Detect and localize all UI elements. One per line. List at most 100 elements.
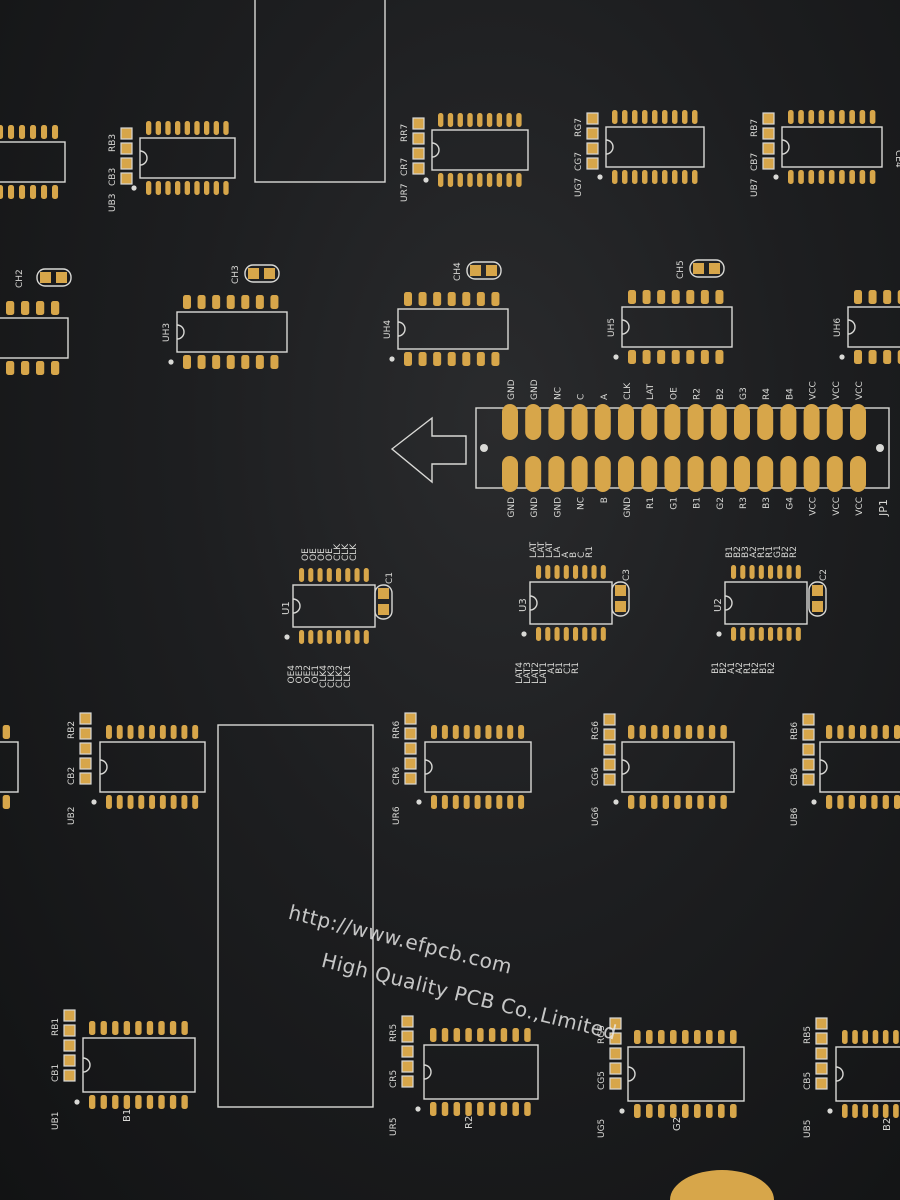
ref-cr5: CR5: [389, 1070, 399, 1088]
cap-c3: [611, 581, 630, 617]
ic-pad: [465, 1028, 472, 1042]
ic-pad: [485, 795, 492, 809]
ic-pad: [8, 125, 15, 139]
ic-pad: [453, 1102, 461, 1116]
ic-pad: [0, 185, 4, 199]
ref-ug6: UG6: [591, 806, 601, 826]
connector-bottom-label: G2: [716, 497, 726, 510]
ic-pad: [430, 1102, 437, 1116]
passive-pad: [404, 727, 417, 740]
ic-pad: [651, 795, 658, 809]
ic-pad: [418, 352, 427, 366]
ic-pad: [837, 795, 844, 809]
ic-pad: [138, 795, 145, 809]
ic-pad: [808, 170, 815, 184]
ic-pad: [452, 725, 459, 739]
ic-pad: [438, 173, 444, 187]
chip-u3: [521, 565, 613, 641]
ref-r2-silk: R2: [464, 1116, 475, 1129]
ic-pad: [868, 290, 877, 304]
ref-cb6: CB6: [790, 768, 800, 786]
ic-pad: [169, 1021, 177, 1035]
ic-pad: [536, 565, 542, 579]
ref-rb1: RB1: [51, 1018, 61, 1036]
ic-pad: [868, 350, 877, 364]
passive-pad: [609, 1062, 622, 1075]
ic-notch: [847, 319, 856, 335]
ic-pad: [818, 170, 825, 184]
connector-top-label: B2: [716, 388, 726, 400]
passive-pad: [609, 1017, 622, 1030]
ref-ub2: UB2: [67, 807, 77, 826]
ic-notch: [835, 1066, 844, 1082]
ic-pad: [720, 725, 727, 739]
cap-ch4: [466, 261, 502, 280]
ic-pad: [123, 1021, 131, 1035]
ic-body: [99, 741, 206, 793]
ic-pad: [165, 181, 171, 195]
ic-pad: [506, 113, 512, 127]
ic-pad: [270, 295, 279, 309]
ic-pad: [181, 725, 188, 739]
pin-label-bottom: OE1: [311, 665, 321, 684]
chip-ug5: [619, 1030, 745, 1118]
ic-body: [0, 741, 19, 793]
pin-label-top: B1: [725, 546, 735, 558]
ic-pad: [457, 113, 463, 127]
ref-u1: U1: [281, 601, 292, 615]
pin-label-top: CLK: [341, 543, 351, 561]
connector-pad: [641, 404, 658, 440]
ic-pad: [433, 292, 442, 306]
ic-pad: [662, 795, 670, 809]
ref-cb7: CB7: [750, 153, 760, 171]
ic-notch: [529, 595, 538, 611]
ic-pad: [518, 725, 525, 739]
passive-pad: [264, 268, 275, 279]
ic-pad: [463, 795, 470, 809]
ref-uh5: UH5: [607, 318, 617, 337]
connector-bottom-label: R1: [646, 497, 656, 509]
pin-label-bottom: B1: [759, 662, 769, 674]
ic-pad: [496, 725, 503, 739]
ic-pad: [112, 1095, 119, 1109]
ic-pad: [138, 725, 145, 739]
ic-pad: [600, 627, 606, 641]
ic-pad: [169, 1095, 177, 1109]
passive-pad: [404, 742, 417, 755]
ic-pad: [700, 350, 709, 364]
ref-cb1: CB1: [51, 1064, 61, 1082]
ic-pad: [694, 1030, 701, 1044]
ic-pad: [718, 1104, 725, 1118]
passive-pad: [802, 728, 815, 741]
passive-pad: [609, 1047, 622, 1060]
ref-ch3: CH3: [231, 265, 241, 284]
connector-pad: [803, 456, 820, 492]
ic-pad: [146, 181, 152, 195]
ic-pad: [6, 361, 15, 375]
pin-label-top: A2: [749, 546, 759, 558]
connector-top-label: GND: [507, 379, 517, 400]
large-gold-pad: [670, 1170, 774, 1200]
ic-pad: [477, 113, 483, 127]
ref-ub7: UB7: [750, 179, 760, 198]
ic-pad: [849, 110, 855, 124]
passive-pad: [401, 1060, 414, 1073]
ic-pad: [545, 627, 551, 641]
ic-pad: [135, 1021, 142, 1035]
ic-pad: [223, 121, 229, 135]
connector-pad: [594, 456, 611, 492]
ic-notch: [397, 321, 406, 337]
passive-pad: [63, 1054, 76, 1067]
passive-pad: [812, 601, 823, 612]
ic-pad: [674, 725, 681, 739]
ic-pad: [404, 352, 413, 366]
connector-pad: [525, 456, 542, 492]
connector-bottom-label: GND: [507, 497, 517, 518]
jp1-ref: JP1: [877, 499, 890, 517]
ic-pad: [354, 568, 360, 582]
passive-pad: [609, 1077, 622, 1090]
passive-pad: [378, 604, 389, 615]
ic-pad: [213, 181, 219, 195]
cap-ch3: [244, 264, 280, 283]
